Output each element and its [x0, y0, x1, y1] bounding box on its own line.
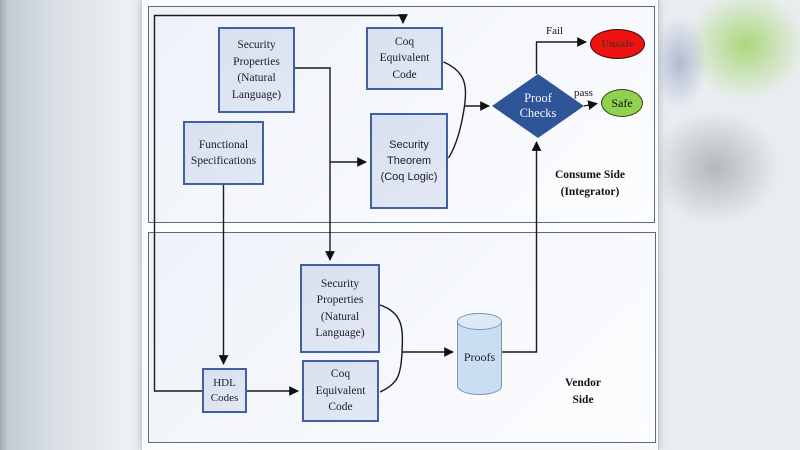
vendor-side-label: Vendor Side: [540, 375, 626, 409]
node-label-line: Code: [392, 68, 417, 81]
node-label-line: Proof: [524, 91, 552, 105]
node-label-line: (Coq Logic): [380, 171, 438, 183]
node-hdl-codes: HDL Codes: [202, 368, 247, 413]
node-coq-equivalent-code-top: Coq Equivalent Code: [366, 27, 443, 90]
node-label-line: Checks: [519, 106, 557, 120]
node-unsafe: Unsafe: [590, 29, 645, 59]
node-label-line: Codes: [210, 391, 239, 404]
node-label-line: Coq: [394, 35, 415, 48]
node-label-line: Functional: [198, 138, 249, 151]
edge-label-pass: pass: [574, 87, 593, 99]
node-label-line: Properties: [233, 55, 280, 68]
node-label: Unsafe: [601, 38, 634, 50]
side-label-line: (Integrator): [560, 186, 620, 198]
background-blob-gray: [650, 110, 780, 225]
node-proofs-database: Proofs: [456, 312, 503, 395]
side-label-line: Side: [572, 394, 594, 406]
node-security-properties-bottom: Security Properties (Natural Language): [300, 264, 380, 353]
node-label: Proofs: [463, 349, 496, 364]
node-safe: Safe: [601, 89, 643, 117]
node-label-line: Equivalent: [379, 52, 430, 65]
node-label-line: Properties: [316, 294, 364, 306]
consume-side-label: Consume Side (Integrator): [525, 167, 655, 201]
node-label-line: (Natural: [320, 310, 360, 323]
node-label: Safe: [611, 95, 633, 110]
node-label-line: Code: [328, 401, 353, 414]
node-label-line: Language): [315, 327, 365, 339]
node-security-properties-top: Security Properties (Natural Language): [218, 27, 295, 113]
node-security-theorem: Security Theorem (Coq Logic): [370, 113, 448, 209]
background-blob-green: [686, 0, 800, 100]
edge-label-fail: Fail: [546, 25, 564, 37]
node-label-line: Security: [389, 139, 429, 151]
node-coq-equivalent-code-bottom: Coq Equivalent Code: [302, 360, 379, 422]
node-label-line: Security: [237, 39, 276, 51]
background-blob-blue: [652, 15, 707, 110]
node-functional-specifications: Functional Specifications: [183, 121, 264, 185]
node-label-line: Security: [320, 277, 360, 290]
side-label-line: Consume Side: [555, 169, 625, 181]
node-label-line: Specifications: [190, 155, 257, 167]
node-label-line: Coq: [330, 368, 351, 381]
node-label-line: (Natural: [237, 72, 276, 84]
side-label-line: Vendor: [565, 377, 601, 389]
node-label-line: Language): [231, 88, 282, 101]
node-label-line: Theorem: [386, 155, 432, 167]
node-label-line: Equivalent: [315, 384, 366, 397]
node-label-line: HDL: [213, 376, 236, 389]
